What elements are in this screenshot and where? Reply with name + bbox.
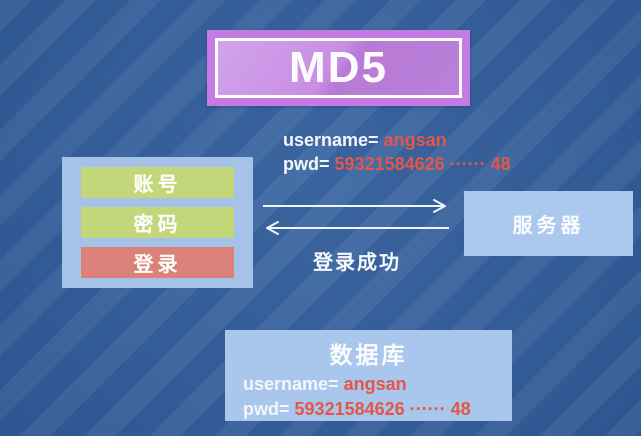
md5-title-label: MD5 — [289, 43, 388, 92]
username-value: angsan — [383, 130, 447, 150]
login-success-label: 登录成功 — [313, 252, 401, 274]
transmitted-credentials: username= angsan pwd= 59321584626 ······… — [283, 128, 511, 176]
database-pwd-line: pwd= 59321584626 ······ 48 — [225, 398, 512, 420]
pwd-hash-value: 59321584626 ······ 48 — [334, 154, 511, 174]
transmitted-username-line: username= angsan — [283, 128, 511, 152]
server-box: 服务器 — [464, 191, 633, 256]
pwd-label: pwd= — [283, 154, 330, 174]
login-button: 登录 — [81, 247, 234, 278]
database-username-line: username= angsan — [225, 373, 512, 395]
password-field: 密码 — [81, 207, 234, 238]
db-username-value: angsan — [343, 374, 407, 394]
md5-title-box: MD5 — [207, 30, 470, 106]
login-form-panel: 账号 密码 登录 — [62, 157, 253, 288]
database-panel: 数据库 username= angsan pwd= 59321584626 ··… — [225, 330, 512, 421]
username-label: username= — [283, 130, 379, 150]
db-pwd-label: pwd= — [243, 399, 290, 419]
database-title: 数据库 — [329, 342, 408, 368]
arrow-right-icon — [263, 199, 446, 213]
db-pwd-hash-value: 59321584626 ······ 48 — [294, 399, 471, 419]
md5-title-inner-frame: MD5 — [215, 38, 462, 98]
arrow-left-icon — [266, 221, 449, 235]
account-field: 账号 — [81, 167, 234, 198]
db-username-label: username= — [243, 374, 339, 394]
transmitted-pwd-line: pwd= 59321584626 ······ 48 — [283, 152, 511, 176]
